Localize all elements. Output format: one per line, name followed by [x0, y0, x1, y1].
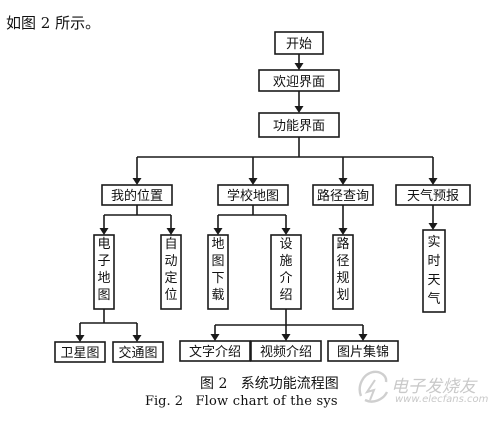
figure-caption-en: Fig. 2 Flow chart of the sys [145, 394, 338, 409]
label-campus-map: 学校地图 [227, 188, 279, 204]
connectors [75, 54, 438, 342]
label-welcome: 欢迎界面 [273, 75, 325, 90]
arrowhead [99, 228, 109, 235]
arrowhead [132, 335, 142, 342]
caption-en-number: Fig. 2 [145, 394, 184, 409]
node-satellite-map [54, 341, 106, 363]
figure-caption-cn: 图 2 系统功能流程图 [200, 373, 339, 393]
label-text-intro: 文字介绍 [189, 345, 241, 360]
node-my-location [101, 184, 173, 206]
arrowhead [358, 334, 368, 341]
label-route-plan: 路径规划 [336, 236, 349, 303]
arrowhead [210, 334, 220, 341]
node-weather [395, 184, 471, 206]
node-boxes [54, 31, 471, 363]
node-start [274, 31, 324, 55]
label-traffic-map: 交通图 [118, 345, 157, 361]
watermark: 电子发烧友 www.elecfans.com [353, 366, 488, 412]
arrowhead [281, 228, 291, 235]
label-auto-locate: 自动定位 [164, 237, 177, 303]
intro-text: 如图 2 所示。 [6, 14, 101, 32]
node-traffic-map [112, 341, 164, 363]
node-auto-locate [160, 234, 182, 310]
arrowhead [166, 228, 176, 235]
label-realtime-weather: 实时天气 [427, 235, 440, 307]
arrowhead [428, 178, 438, 185]
node-photo-gallery [327, 340, 399, 362]
arrowhead [281, 334, 291, 341]
label-e-map: 电子地图 [97, 237, 110, 303]
node-text-intro [179, 340, 251, 362]
node-campus-map [217, 184, 289, 206]
arrowhead [294, 63, 304, 70]
arrowhead [338, 228, 348, 235]
arrowhead [132, 178, 142, 185]
node-e-map [93, 234, 115, 310]
node-welcome [258, 69, 340, 92]
arrowhead [294, 106, 304, 113]
label-function: 功能界面 [273, 119, 325, 134]
label-start: 开始 [286, 37, 312, 52]
watermark-name: 电子发烧友 [391, 377, 476, 397]
node-facility-intro [270, 234, 302, 310]
node-function [258, 112, 340, 138]
label-facility-intro: 设施介绍 [279, 237, 292, 303]
label-weather: 天气预报 [407, 188, 459, 204]
label-video-intro: 视频介绍 [260, 345, 312, 360]
label-satellite-map: 卫星图 [60, 346, 99, 361]
arrowhead [428, 223, 438, 230]
node-route-plan [332, 234, 354, 310]
arrowhead [248, 178, 258, 185]
watermark-url: www.elecfans.com [395, 394, 489, 405]
caption-cn-title: 系统功能流程图 [240, 376, 339, 392]
watermark-logo-icon [358, 370, 389, 403]
label-map-download: 地图下载 [211, 237, 224, 303]
label-photo-gallery: 图片集锦 [337, 344, 389, 360]
node-video-intro [250, 340, 322, 362]
node-route-query [312, 184, 374, 206]
caption-en-title: Flow chart of the sys [195, 394, 338, 409]
node-realtime-weather [422, 229, 446, 313]
node-labels: 开始 欢迎界面 功能界面 我的位置 学校地图 路径查询 天气预报 卫星图 交通图… [60, 37, 459, 361]
caption-cn-number: 图 2 [200, 376, 228, 392]
label-my-location: 我的位置 [111, 188, 163, 204]
arrowhead [213, 228, 223, 235]
arrowhead [75, 335, 85, 342]
arrowhead [338, 178, 348, 185]
label-route-query: 路径查询 [317, 188, 369, 204]
node-map-download [207, 234, 229, 310]
